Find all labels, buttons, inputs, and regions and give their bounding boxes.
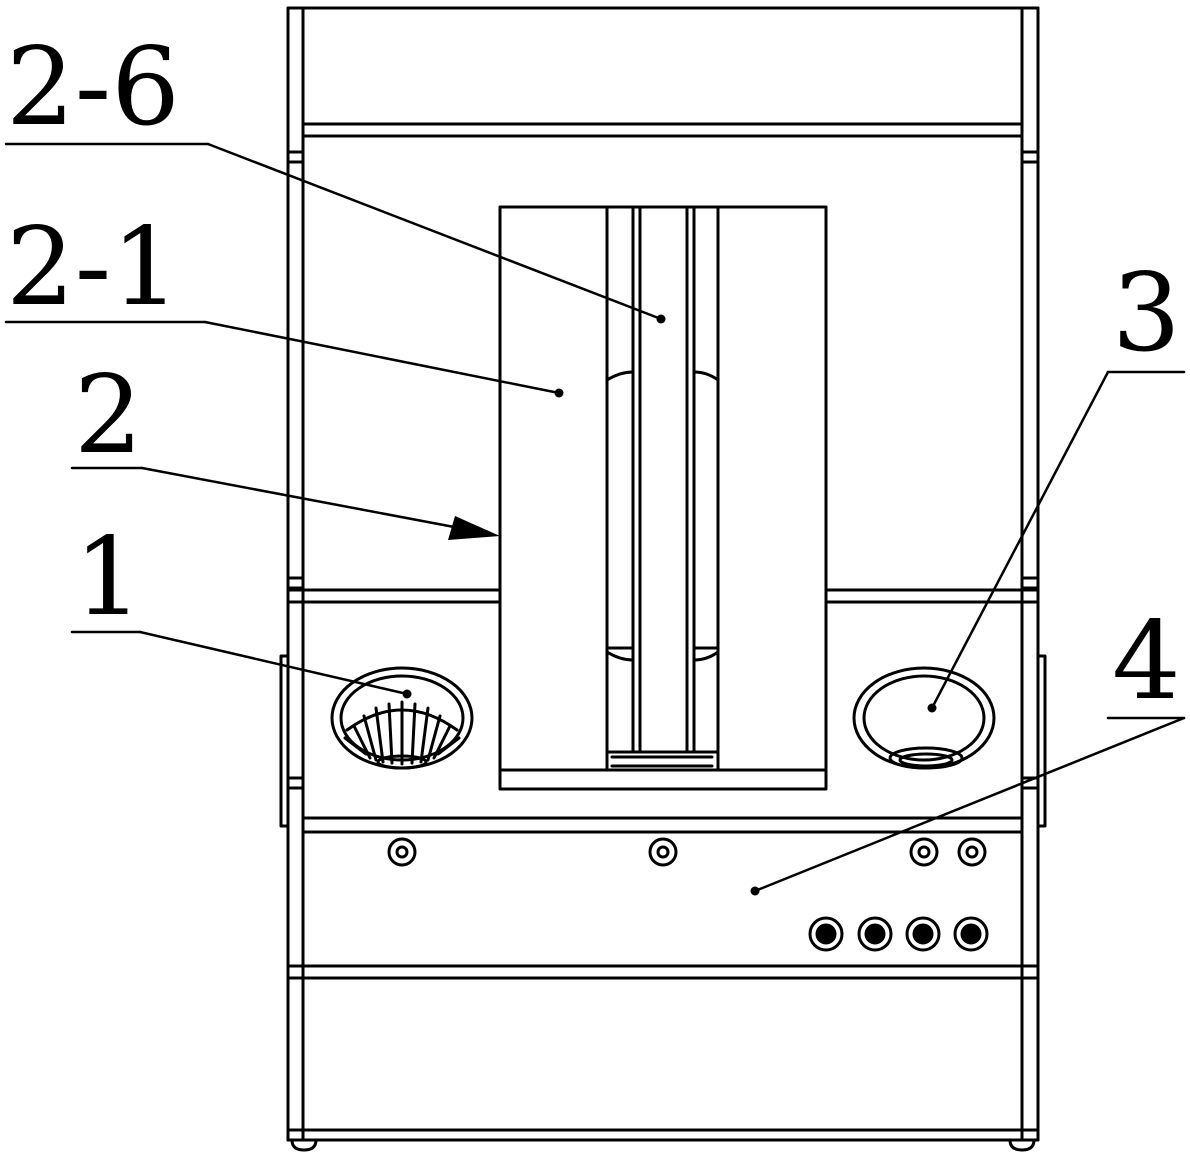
callout-arrow-2 [448,516,500,540]
callout-dot-4 [750,886,760,896]
button [857,916,893,952]
label-2: 2 [74,353,143,478]
button [808,916,844,952]
label-4: 4 [1112,599,1181,724]
label-2-6: 2-6 [6,25,180,150]
label-1: 1 [74,515,143,640]
callout-dot-1 [402,689,412,699]
callout-dot-2-1 [554,388,564,398]
cabinet-frame [279,6,1047,1152]
reference-labels: 2-6 2-1 2 1 3 4 [6,25,1181,724]
label-3: 3 [1112,251,1181,376]
knob [957,837,987,867]
label-2-1: 2-1 [6,205,180,330]
button [905,916,941,952]
central-housing [498,205,828,791]
control-panel [387,837,989,952]
callout-dot-3 [927,703,937,713]
button [953,916,989,952]
callouts [4,142,1186,896]
left-basin [330,666,474,770]
callout-dot-2-6 [656,314,666,324]
knob [387,837,417,867]
right-basin [852,666,996,770]
knob [648,837,678,867]
knob [909,837,939,867]
